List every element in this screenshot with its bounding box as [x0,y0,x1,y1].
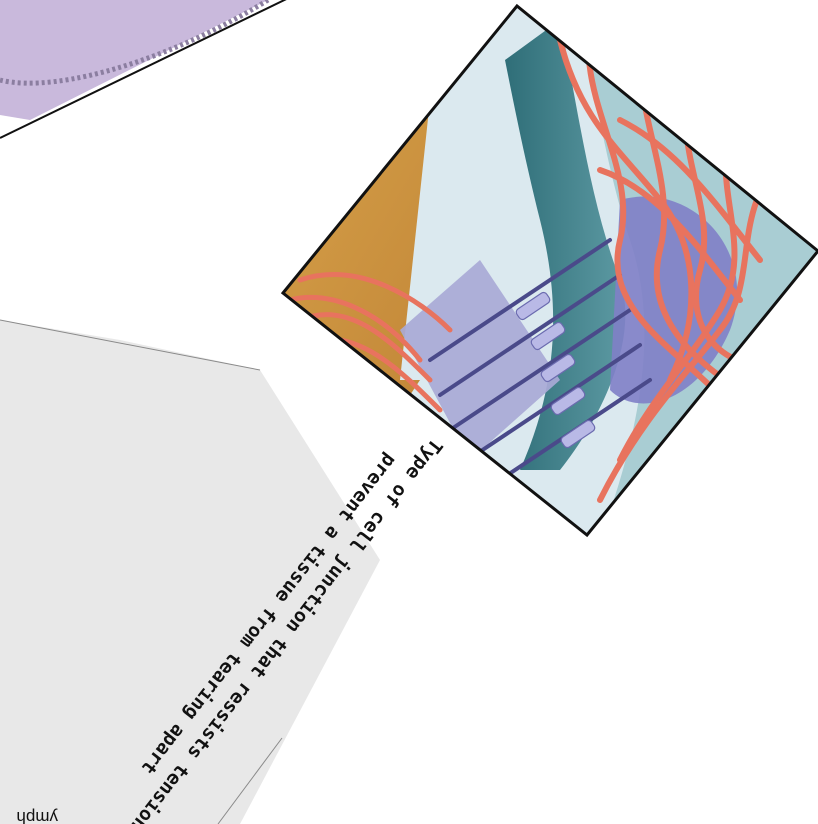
fragment-text: ymph [16,808,58,824]
desmosome-illustration [270,0,818,540]
top-cell-fragment [0,0,305,138]
